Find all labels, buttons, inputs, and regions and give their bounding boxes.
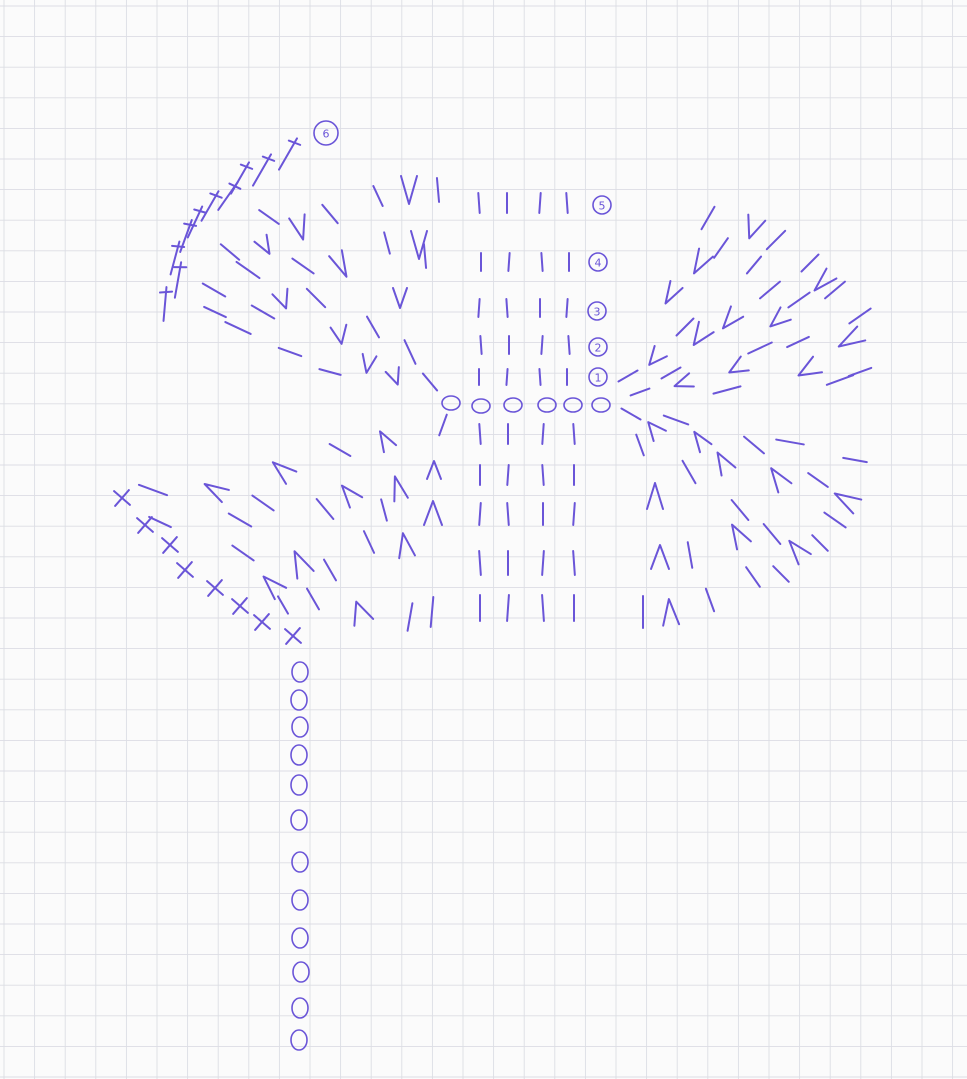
row-label-number: 4 bbox=[595, 257, 602, 270]
center-lower-stitch bbox=[542, 465, 543, 485]
center-upper-stitch bbox=[566, 299, 567, 317]
center-upper-stitch bbox=[480, 336, 481, 354]
center-upper-stitch bbox=[508, 253, 509, 271]
center-lower-stitch bbox=[507, 465, 508, 485]
center-upper-stitch bbox=[539, 193, 540, 213]
center-upper-stitch bbox=[506, 369, 507, 385]
center-lower-stitch bbox=[542, 424, 543, 444]
row-label-number: 6 bbox=[323, 128, 330, 141]
center-upper-stitch bbox=[478, 299, 479, 317]
center-upper-stitch bbox=[541, 253, 542, 271]
row-label-number: 5 bbox=[599, 200, 606, 213]
center-upper-stitch bbox=[568, 336, 569, 354]
row-label-number: 1 bbox=[595, 372, 602, 385]
center-upper-stitch bbox=[539, 369, 540, 385]
center-upper-stitch bbox=[506, 299, 507, 317]
center-upper-stitch bbox=[566, 193, 567, 213]
center-upper-stitch bbox=[478, 193, 479, 213]
center-lower-stitch bbox=[479, 424, 480, 444]
row-label-number: 2 bbox=[595, 342, 602, 355]
center-upper-stitch bbox=[541, 336, 542, 354]
row-label-number: 3 bbox=[594, 306, 601, 319]
center-lower-stitch bbox=[573, 424, 574, 444]
